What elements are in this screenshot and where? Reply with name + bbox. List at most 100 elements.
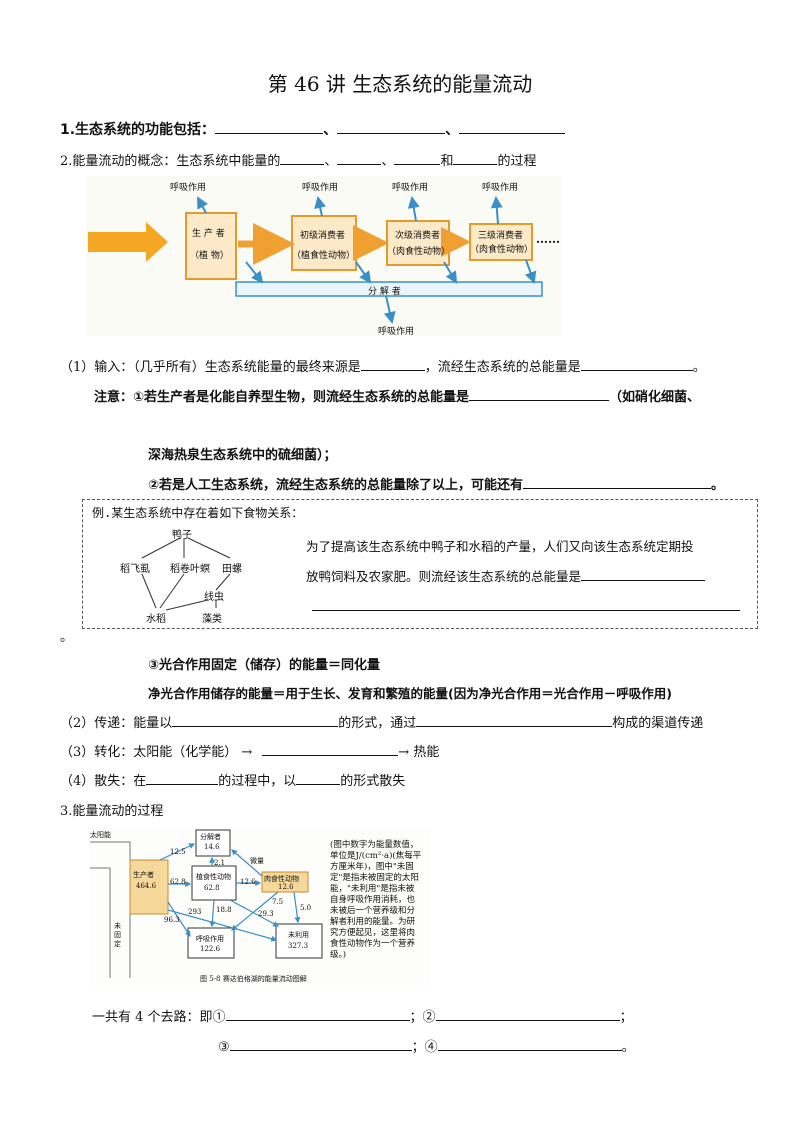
blank (523, 474, 712, 489)
decomposer-label: 分解者 (200, 833, 221, 841)
resp-label: 呼吸作用 (392, 183, 429, 193)
outlet-text: ；② (409, 1010, 436, 1025)
blank (215, 119, 324, 134)
flow-value: 7.5 (272, 898, 284, 906)
flow-value: 2.1 (214, 859, 226, 867)
to-decomposer-arrow (524, 259, 537, 284)
note-3b: 净光合作用储存的能量＝用于生长、发育和繁殖的能量(因为净光合作用＝光合作用－呼吸… (148, 686, 672, 701)
lake-energy-flow-svg (90, 829, 323, 978)
respiration-arrow (383, 295, 396, 324)
transfer-text: 的形式，通过 (338, 716, 417, 731)
unfixed-label: 未固定 (114, 922, 121, 948)
producer-value: 464.6 (136, 882, 157, 890)
loss-text: 的过程中，以 (218, 774, 297, 789)
example-box (82, 499, 758, 629)
outlet-text: ；④ (411, 1040, 438, 1055)
note-text: （如硝化细菌、 (609, 390, 701, 405)
question-2: 2.能量流动的概念：生态系统中能量的 、 、 和 的过程 (60, 150, 536, 169)
flow-value: 293 (188, 908, 202, 916)
page-title: 第 46 讲 生态系统的能量流动 (267, 72, 533, 96)
separator: 、 (445, 122, 460, 138)
example-text: 放鸭饲料及农家肥。则流经该生态系统的总能量是 (306, 569, 582, 584)
blank (229, 1036, 412, 1051)
input-text: 。 (692, 360, 706, 375)
blank (172, 712, 339, 727)
q2-text: 2.能量流动的概念：生态系统中能量的 (60, 154, 281, 169)
note-text: 。 (711, 478, 725, 493)
transform-text: （3）转化：太阳能（化学能） → (60, 745, 253, 760)
producer-sub: （植 物） (190, 251, 229, 261)
separator: 、 (324, 154, 338, 169)
decomposer-label: 分 解 者 (368, 287, 401, 297)
sunlight-label: 太阳能 (90, 831, 111, 839)
outlet-text: 。 (621, 1040, 635, 1055)
input-line: （1）输入：（几乎所有）生态系统能量的最终来源是，流经生态系统的总能量是。 (60, 356, 706, 375)
blank (312, 596, 740, 611)
blank (435, 1006, 620, 1021)
outlet-text: ； (619, 1010, 633, 1025)
loss-text: （4）散失：在 (60, 774, 147, 789)
blank (437, 1036, 622, 1051)
web-snail: 田螺 (222, 564, 242, 575)
herbivore-value: 62.8 (204, 884, 220, 892)
producer-box (129, 859, 169, 915)
producer-label: 生 产 者 (192, 229, 225, 239)
note-1: 注意：①若生产者是化能自养型生物，则流经生态系统的总能量是（如硝化细菌、 (94, 386, 700, 405)
tertiary-consumer-box (469, 223, 533, 261)
carnivore-box (261, 871, 309, 893)
flow-value: 18.8 (216, 906, 232, 914)
flow-value: 96.3 (164, 916, 180, 924)
resp-label: 呼吸作用 (482, 183, 519, 193)
sunlight-input-arrow (88, 222, 168, 262)
note-3a: ③光合作用固定（储存）的能量＝同化量 (148, 658, 381, 673)
example-line-1: 为了提高该生态系统中鸭子和水稻的产量，人们又向该生态系统定期投 (306, 539, 694, 554)
separator: 、 (323, 122, 338, 138)
flow-value: 微量 (250, 857, 264, 865)
blank (337, 150, 382, 165)
primary-sub: （植食性动物） (292, 251, 356, 261)
blank (225, 1006, 410, 1021)
flow-value: 12.6 (240, 878, 256, 886)
separator: 、 (381, 154, 395, 169)
web-borer: 稻卷叶螟 (170, 564, 210, 575)
transfer-line: （2）传递：能量以的形式，通过构成的渠道传递 (60, 712, 703, 731)
example-label: 例.某生态系统中存在着如下食物关系： (92, 506, 304, 520)
blank (581, 566, 706, 581)
primary-consumer-box (291, 215, 357, 271)
transform-text: → 热能 (398, 745, 440, 760)
respiration-label: 呼吸作用 (196, 935, 224, 943)
to-decomposer-arrow (355, 261, 372, 284)
blank (262, 741, 399, 756)
blank (453, 150, 498, 165)
outlet-line-2: ③；④。 (218, 1036, 635, 1055)
resp-label: 呼吸作用 (170, 183, 207, 193)
stray-period: 。 (60, 630, 74, 645)
respiration-arrow (407, 196, 420, 222)
figure-note: (图中数字为能量数值，单位是J/(cm²·a)(焦每平方厘米年)，图中"未固定"… (330, 840, 422, 960)
blank (146, 770, 219, 785)
q2-tail: 的过程 (497, 154, 537, 169)
secondary-sub: （肉食性动物） (387, 247, 451, 257)
web-duck: 鸭子 (172, 530, 192, 541)
carnivore-value: 12.6 (278, 883, 294, 891)
note-2: ②若是人工生态系统，流经生态系统的总能量除了以上，可能还有。 (148, 474, 724, 493)
flow-value: 29.3 (258, 910, 274, 918)
primary-label: 初级消费者 (300, 231, 346, 241)
loss-text: 的形式散失 (340, 774, 406, 789)
loss-line: （4）散失：在 的过程中，以 的形式散失 (60, 770, 405, 789)
carnivore-label: 肉食性动物 (264, 875, 299, 883)
producer-label: 生产者 (133, 871, 154, 879)
note-1-cont: 深海热泉生态系统中的硫细菌）； (148, 448, 337, 463)
to-decomposer-arrow (245, 261, 264, 284)
q2-and: 和 (440, 154, 454, 169)
web-algae: 藻类 (202, 614, 222, 625)
decomposer-box (195, 829, 231, 857)
resp-label: 呼吸作用 (302, 183, 339, 193)
blank (296, 770, 341, 785)
flow-value: 62.8 (170, 878, 186, 886)
transfer-text: （2）传递：能量以 (60, 716, 173, 731)
respiration-arrow (197, 196, 208, 214)
decomposer-box (235, 281, 543, 297)
tertiary-sub: （肉食性动物） (470, 245, 534, 255)
energy-flow-diagram: 呼吸作用 呼吸作用 呼吸作用 呼吸作用 生 产 者 （植 物） 初级消费者 （植… (86, 176, 562, 337)
